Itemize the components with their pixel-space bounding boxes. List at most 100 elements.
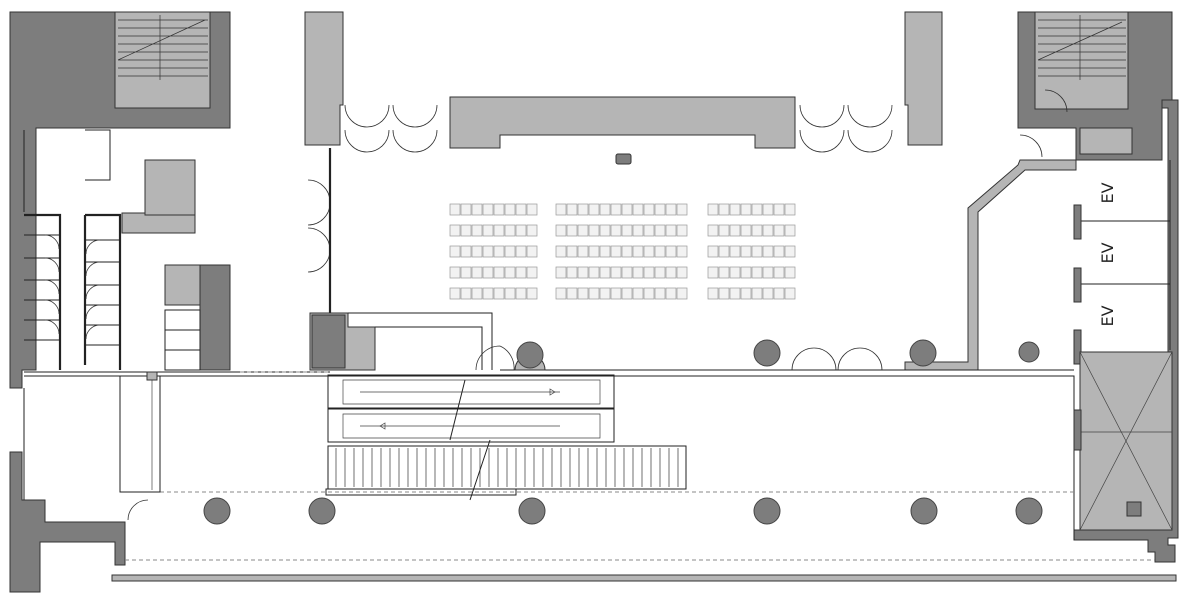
- seat: [460, 224, 472, 237]
- seat: [515, 203, 527, 216]
- seat: [577, 224, 589, 237]
- seat: [599, 245, 611, 258]
- seat: [599, 287, 611, 300]
- seat: [718, 203, 730, 216]
- seat: [676, 287, 688, 300]
- niche-column-1: [516, 341, 544, 369]
- seat: [588, 224, 600, 237]
- freight-box: [1126, 501, 1142, 517]
- seat: [555, 224, 567, 237]
- seat: [482, 266, 494, 279]
- seat: [504, 266, 516, 279]
- seat: [504, 245, 516, 258]
- seat: [718, 245, 730, 258]
- seat: [654, 203, 666, 216]
- seat: [643, 203, 655, 216]
- seat: [504, 287, 516, 300]
- seat: [610, 224, 622, 237]
- break-line: [449, 379, 491, 501]
- seat: [643, 287, 655, 300]
- seat: [676, 203, 688, 216]
- elevator-wall-1: [1073, 204, 1082, 240]
- seat: [621, 224, 633, 237]
- lobby-left-door: [127, 499, 149, 521]
- seat: [707, 287, 719, 300]
- seat: [588, 287, 600, 300]
- seat: [482, 245, 494, 258]
- seat: [632, 224, 644, 237]
- seat: [566, 245, 578, 258]
- seat: [504, 203, 516, 216]
- seat: [566, 287, 578, 300]
- seat: [707, 266, 719, 279]
- seat: [762, 245, 774, 258]
- seat: [610, 203, 622, 216]
- stage: [449, 96, 796, 149]
- seat: [729, 245, 741, 258]
- column-right-lobby: [1018, 341, 1040, 363]
- seat: [610, 266, 622, 279]
- seat: [643, 266, 655, 279]
- seat: [482, 287, 494, 300]
- seat: [762, 203, 774, 216]
- seat: [482, 203, 494, 216]
- escalator-1: [327, 374, 615, 409]
- column-small-left: [146, 371, 158, 381]
- seat: [621, 203, 633, 216]
- seat: [493, 224, 505, 237]
- seat: [610, 287, 622, 300]
- column: [203, 497, 231, 525]
- stair-landing: [325, 488, 517, 496]
- seat: [707, 224, 719, 237]
- seat: [729, 224, 741, 237]
- seat: [460, 287, 472, 300]
- seat: [471, 287, 483, 300]
- outer-walls: [9, 11, 1179, 593]
- seat: [526, 224, 538, 237]
- doors-left-side: [307, 179, 331, 273]
- seat: [515, 266, 527, 279]
- seat: [762, 224, 774, 237]
- seat: [654, 266, 666, 279]
- seat: [729, 287, 741, 300]
- seat: [740, 266, 752, 279]
- niche-column-3: [909, 339, 937, 367]
- seat: [632, 266, 644, 279]
- ev-label-1: EV: [1098, 182, 1117, 203]
- seat: [751, 245, 763, 258]
- seat: [665, 224, 677, 237]
- seat: [632, 287, 644, 300]
- wall-right-diagonal: [904, 159, 1077, 371]
- wc-small: [164, 309, 201, 371]
- seat: [449, 266, 461, 279]
- seat: [643, 245, 655, 258]
- seat: [707, 245, 719, 258]
- freight-cross: [1079, 351, 1173, 531]
- seat: [751, 224, 763, 237]
- seat: [773, 224, 785, 237]
- elevator-wall-2: [1073, 267, 1082, 303]
- seat: [555, 245, 567, 258]
- seat: [577, 203, 589, 216]
- seat: [751, 266, 763, 279]
- column: [518, 497, 546, 525]
- seat: [632, 203, 644, 216]
- seat: [784, 245, 796, 258]
- seat: [751, 203, 763, 216]
- projector-icon: [615, 153, 632, 165]
- column: [753, 497, 781, 525]
- seat: [460, 245, 472, 258]
- lobby: [23, 312, 1155, 561]
- seat: [577, 245, 589, 258]
- seat: [665, 203, 677, 216]
- seat: [493, 245, 505, 258]
- seat: [676, 224, 688, 237]
- stair-cores: [117, 15, 1126, 158]
- ev-label-3: EV: [1098, 305, 1117, 326]
- seat: [599, 203, 611, 216]
- seat: [471, 266, 483, 279]
- corridor-lines: [23, 129, 111, 212]
- stair-right-lines: [1037, 15, 1126, 80]
- column: [308, 497, 336, 525]
